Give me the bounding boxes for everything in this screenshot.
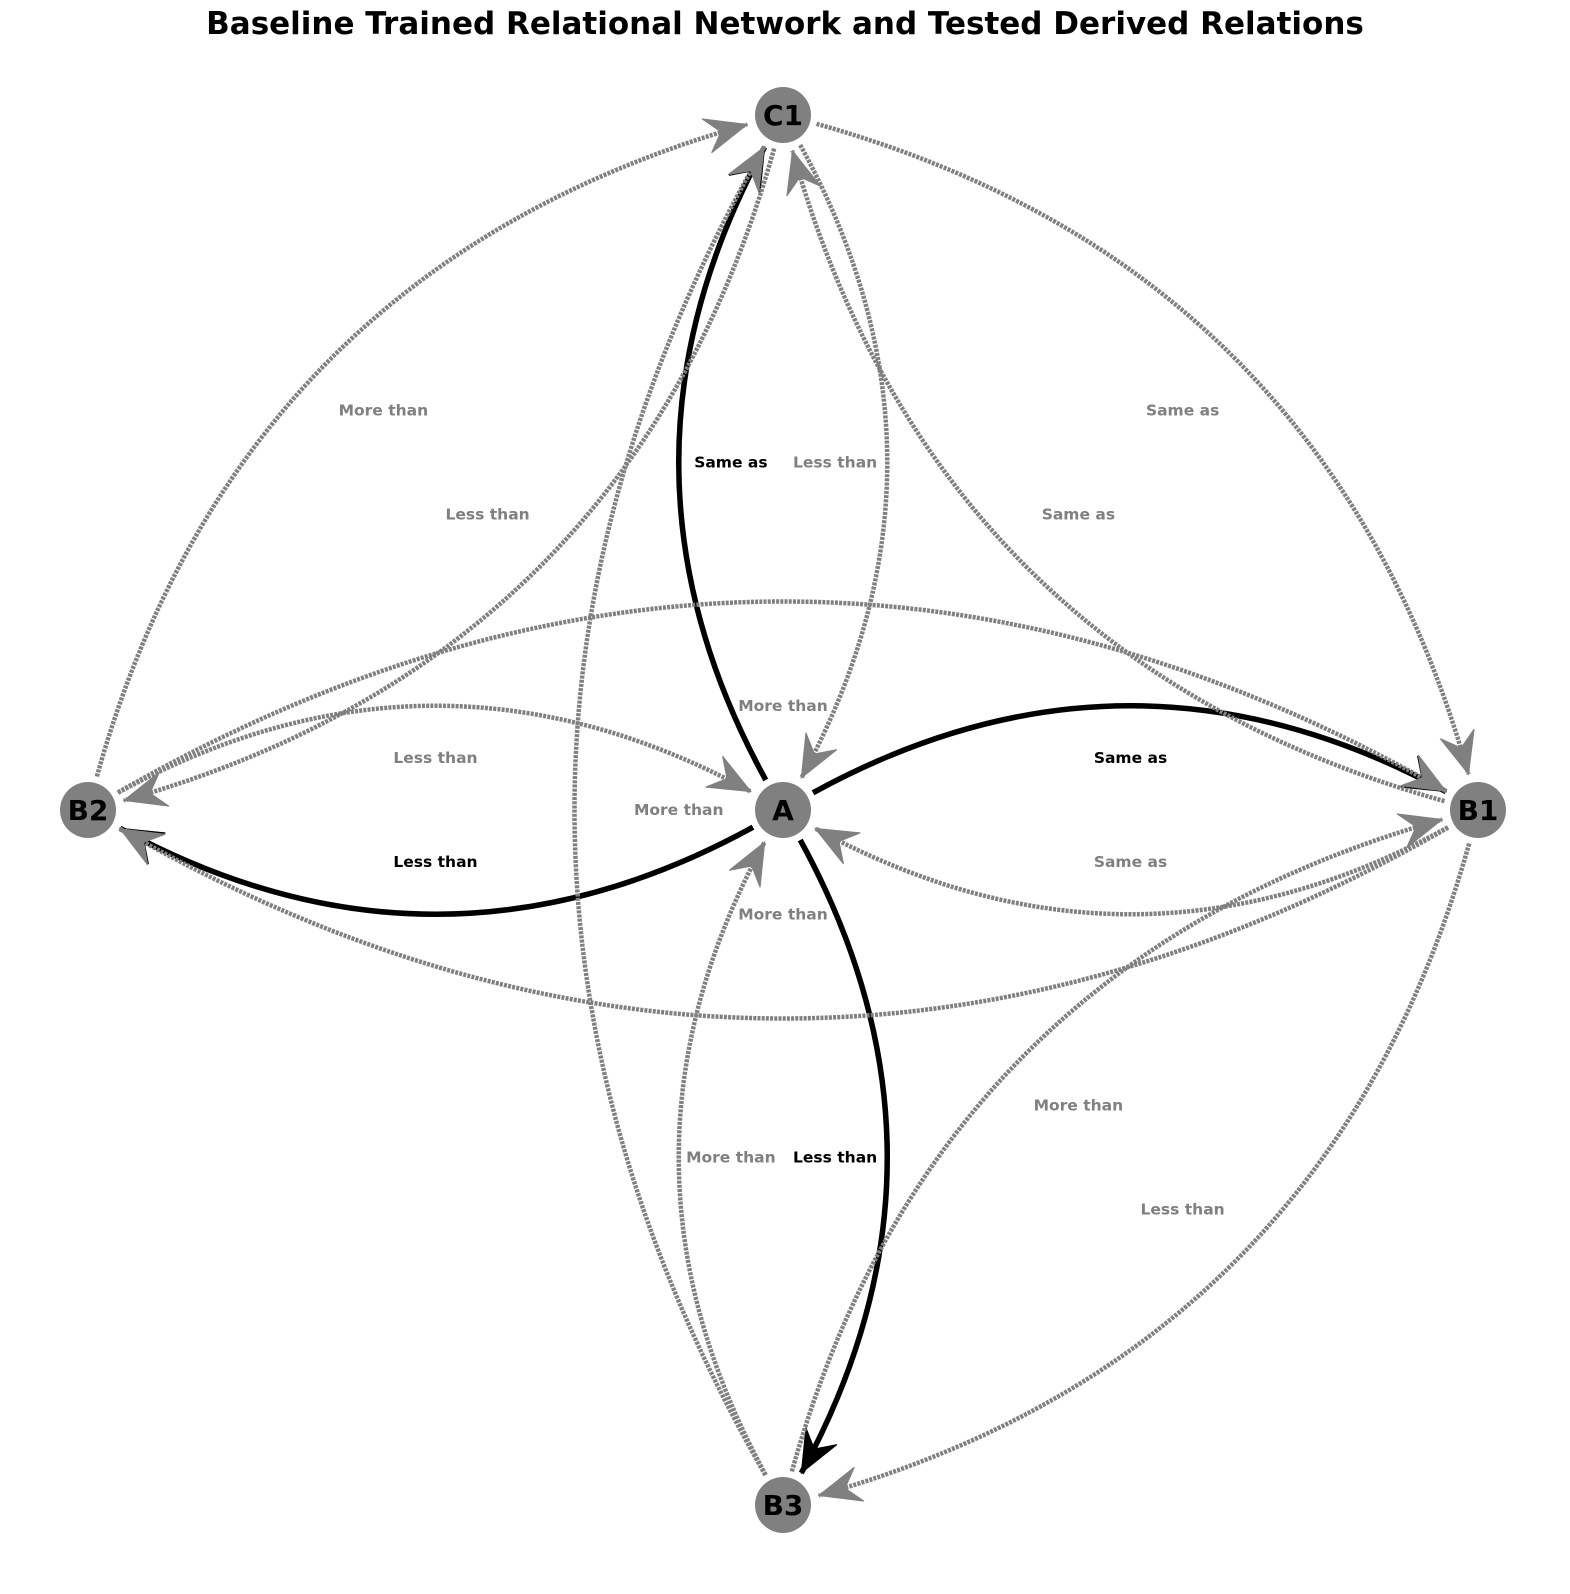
- edge-A-C1: [676, 145, 769, 782]
- edge-C1-A: [798, 143, 890, 780]
- edge-B1-A: [813, 825, 1450, 917]
- arrowhead-B3-B1: [1396, 813, 1444, 849]
- edge-label-C1-B2: Less than: [446, 506, 530, 524]
- arrowhead-C1-B1: [1439, 728, 1475, 776]
- arrowhead-B2-A: [705, 755, 753, 793]
- edge-label-B3-C1: More than: [634, 801, 724, 819]
- node-label-A: A: [772, 794, 794, 827]
- node-label-B2: B2: [68, 794, 109, 827]
- arrowhead-C1-A: [800, 732, 838, 780]
- arrowhead-B1-A: [813, 827, 861, 865]
- node-A: [755, 782, 811, 838]
- edge-label-B2-B1: More than: [738, 697, 828, 715]
- edge-A-B3: [797, 838, 890, 1475]
- edge-A-B2: [118, 824, 755, 917]
- edge-B1-B3: [818, 842, 1472, 1498]
- edge-label-C1-A: Less than: [793, 454, 877, 472]
- arrowhead-B2-C1: [701, 118, 749, 154]
- edge-label-B1-C1: Same as: [1042, 506, 1115, 524]
- edge-label-B1-B3: Less than: [1141, 1201, 1225, 1219]
- node-label-B3: B3: [763, 1489, 804, 1522]
- diagram-title: Baseline Trained Relational Network and …: [206, 6, 1364, 42]
- edge-B2-A: [116, 703, 753, 795]
- node-B3: [755, 1477, 811, 1533]
- node-label-C1: C1: [763, 99, 803, 132]
- edge-B2-C1: [94, 122, 748, 778]
- arrowhead-B2-B1: [1400, 754, 1448, 792]
- node-B2: [60, 782, 116, 838]
- edge-B2-B1: [116, 599, 1448, 795]
- arrowhead-C1-B2: [122, 771, 170, 807]
- edges-layer: [94, 118, 1475, 1502]
- edge-B3-A: [676, 840, 768, 1477]
- arrowhead-A-B3: [800, 1427, 838, 1475]
- arrowhead-B3-C1: [727, 145, 765, 193]
- edge-label-B2-C1: More than: [339, 401, 429, 419]
- edge-B1-C1: [790, 150, 1446, 804]
- edge-label-C1-B1: Same as: [1146, 401, 1219, 419]
- edge-label-B3-B1: More than: [1034, 1096, 1124, 1114]
- node-C1: [755, 87, 811, 143]
- arrowhead-B3-A: [728, 840, 766, 888]
- edge-B1-B2: [118, 825, 1450, 1021]
- edge-B3-C1: [572, 145, 768, 1477]
- edge-label-B2-A: Less than: [393, 749, 477, 767]
- node-B1: [1450, 782, 1506, 838]
- edge-label-A-B3: Less than: [793, 1149, 877, 1167]
- edge-label-B1-B2: More than: [738, 905, 828, 923]
- edge-B3-B1: [789, 817, 1443, 1473]
- edge-label-A-B2: Less than: [393, 853, 477, 871]
- edge-label-B1-A: Same as: [1094, 853, 1167, 871]
- edge-label-A-B1: Same as: [1094, 749, 1167, 767]
- edge-label-A-C1: Same as: [694, 454, 767, 472]
- edge-A-B1: [811, 703, 1448, 796]
- arrowhead-B1-B3: [817, 1466, 865, 1502]
- edge-C1-B1: [815, 121, 1471, 775]
- edge-C1-B2: [123, 147, 777, 803]
- arrowhead-B1-B2: [118, 828, 166, 866]
- node-label-B1: B1: [1458, 794, 1499, 827]
- arrowhead-B1-C1: [786, 149, 822, 197]
- edge-label-B3-A: More than: [686, 1149, 776, 1167]
